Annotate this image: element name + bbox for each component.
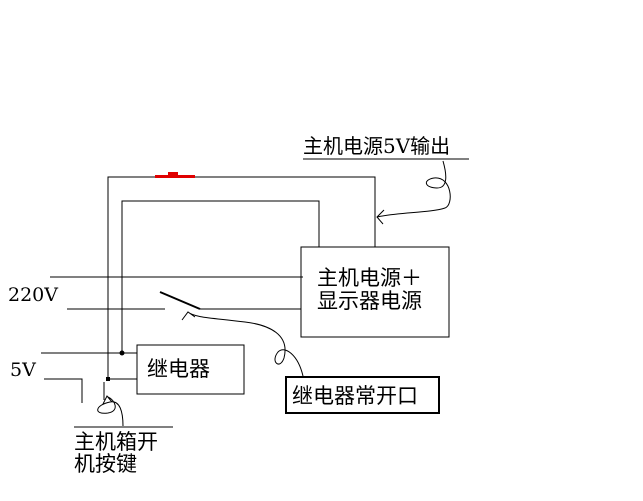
relay-switch bbox=[159, 291, 201, 310]
relay-no-label: 继电器常开口 bbox=[292, 384, 418, 408]
power-button-arrow bbox=[97, 395, 124, 427]
host-5v-output-label: 主机电源5V输出 bbox=[303, 134, 450, 158]
relay-no-arrow bbox=[181, 311, 304, 377]
junction-dot bbox=[119, 350, 125, 356]
power-button-label-2: 机按键 bbox=[74, 452, 137, 476]
relay-box bbox=[136, 344, 245, 395]
dc-line-2 bbox=[44, 378, 83, 403]
power-box-label-2: 显示器电源 bbox=[317, 289, 422, 313]
host-5v-arrow bbox=[376, 160, 451, 225]
label-220v: 220V bbox=[8, 284, 58, 306]
red-mark bbox=[155, 175, 195, 178]
red-mark-bump bbox=[168, 172, 178, 176]
power-button-label-1: 主机箱开 bbox=[74, 430, 158, 454]
junction-dot-2 bbox=[106, 377, 110, 381]
relay-no-label-box bbox=[285, 376, 440, 414]
power-box-label-1: 主机电源＋ bbox=[317, 266, 422, 290]
label-5v: 5V bbox=[10, 359, 36, 381]
outer-wire bbox=[107, 176, 376, 379]
relay-label: 继电器 bbox=[147, 357, 210, 381]
power-supply-box bbox=[300, 246, 450, 338]
